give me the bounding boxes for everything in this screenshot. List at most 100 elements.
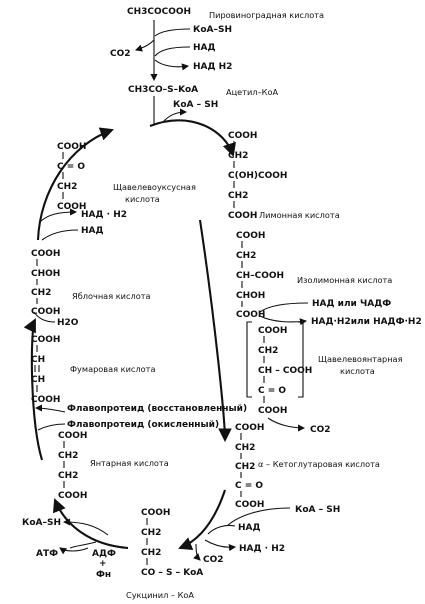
fumarate-line-2: CH <box>31 355 45 365</box>
succinate-line-3: CH2 <box>58 471 78 481</box>
pyruvate-formula: CH3COCOOH <box>127 7 191 17</box>
coa-release-label: КоА – SH <box>173 100 218 110</box>
coa-release-arrow <box>162 108 188 123</box>
water-block: H2O <box>33 311 79 328</box>
mdh-nad: НАД <box>81 226 104 236</box>
malate-block: COOH CHOH CH2 COOH Яблочная кислота <box>31 249 151 317</box>
sdh-reduced: Флавопротеид (восстановленный) <box>67 404 247 414</box>
oxalosuccinate-name-1: Щавелевоянтарная <box>318 354 403 364</box>
fumarate-line-1: COOH <box>31 335 60 345</box>
isocitrate-line-4: CHOH <box>236 291 265 301</box>
citrate-block: COOH CH2 C(OH)COOH CH2 COOH Лимонная кис… <box>228 131 340 221</box>
idh-nad-in <box>259 302 309 313</box>
akg-line-3: CH2 <box>235 462 255 472</box>
succinyl-coa-line-4: CO – S – KoA <box>141 568 203 578</box>
succinyl-coa-line-2: CH2 <box>141 528 161 538</box>
isocitrate-line-3: CH–COOH <box>236 271 284 281</box>
succinate-line-1: COOH <box>58 431 87 441</box>
akg-nad-in <box>207 524 236 535</box>
citrate-line-5: COOH <box>228 211 257 221</box>
acetyl-coa-block: CH3CO–S–KoA Ацетил–КоА КоА – SH <box>128 85 278 124</box>
succinyl-coa-line-1: COOH <box>141 508 170 518</box>
akg-line-4: C = O <box>235 481 263 491</box>
co2-out-arrow <box>134 39 155 52</box>
malate-line-4: COOH <box>31 307 60 317</box>
succinyl-coa-name: Сукцинил – КоА <box>126 590 194 600</box>
pyruvate-name: Пировиноградная кислота <box>209 10 324 20</box>
sdh-cofactors: Флавопротеид (восстановленный) Флавопрот… <box>34 404 247 431</box>
scs-pi: Фн <box>96 570 111 580</box>
isocitrate-line-1: COOH <box>236 231 265 241</box>
citrate-line-3: C(OH)COOH <box>228 171 287 181</box>
scs-atp-out <box>59 547 89 555</box>
water-label: H2O <box>57 318 79 328</box>
mdh-nad-in <box>41 229 79 241</box>
akg-coa-in <box>227 507 291 526</box>
pdh-co2: CO2 <box>110 49 131 59</box>
oxalosuccinate-bracket-right <box>298 321 304 398</box>
fumarate-line-3: CH <box>31 375 45 385</box>
akg-line-5: COOH <box>235 500 264 510</box>
nadh-out-arrow <box>154 59 190 71</box>
sdh-oxidized: Флавопротеид (окисленный) <box>67 420 219 430</box>
oxalosuccinate-bracket-left <box>246 321 252 398</box>
sdh-reduced-out <box>34 404 66 413</box>
succinate-name: Янтарная кислота <box>90 458 169 468</box>
ring-arc-left <box>23 318 44 461</box>
idh-nad: НАД или ЧАДФ <box>312 299 391 309</box>
mdh-nadh2: НАД · H2 <box>81 210 127 220</box>
oxalosuccinate-line-1: COOH <box>258 326 287 336</box>
oxaloacetate-line-1: COOH <box>57 142 86 152</box>
oxalosuccinate-line-3: CH – COOH <box>258 366 312 376</box>
scs-cofactors: КоА–SH АТФ АДФ + Фн <box>22 518 116 580</box>
ring-arc-right <box>198 219 232 443</box>
acetyl-coa-formula: CH3CO–S–KoA <box>128 85 198 95</box>
akg-dh-coa-sh: КоА – SH <box>295 505 340 515</box>
double-bond <box>34 365 40 372</box>
oxaloacetate-line-3: CH2 <box>57 182 77 192</box>
oxaloacetate-name-1: Щавелевоуксусная <box>113 182 196 192</box>
akg-name: α – Кетоглутаровая кислота <box>258 459 380 469</box>
citrate-line-2: CH2 <box>228 151 248 161</box>
oxalosuccinate-name-2: кислота <box>340 366 375 376</box>
oxaloacetate-line-2: C = O <box>57 162 85 172</box>
akg-line-1: COOH <box>235 423 264 433</box>
water-in <box>33 311 56 323</box>
isocitrate-block: COOH CH2 CH–COOH CHOH COOH Изолимонная к… <box>236 231 392 320</box>
fumarate-block: COOH CH CH COOH Фумаровая кислота <box>31 335 155 405</box>
oxalosuccinate-co2: CO2 <box>310 425 331 435</box>
oxaloacetate-line-4: COOH <box>57 202 86 212</box>
pdh-nad: НАД <box>193 43 216 53</box>
isocitrate-line-5: COOH <box>236 310 265 320</box>
idh-cofactors: НАД или ЧАДФ НАД·H2или НАДФ·H2 <box>259 299 422 327</box>
fumarate-name: Фумаровая кислота <box>70 364 155 374</box>
malate-line-2: CHOH <box>31 269 60 279</box>
succinyl-coa-block: COOH CH2 CH2 CO – S – KoA Сукцинил – КоА <box>126 508 203 600</box>
nad-in-stroke <box>154 46 191 57</box>
succinyl-coa-line-3: CH2 <box>141 548 161 558</box>
malate-line-3: CH2 <box>31 288 51 298</box>
citrate-line-4: CH2 <box>228 191 248 201</box>
fumarate-line-4: COOH <box>31 395 60 405</box>
akg-line-2: CH2 <box>235 443 255 453</box>
oxalosuccinate-line-2: CH2 <box>258 346 278 356</box>
cycle-ring <box>23 119 236 551</box>
ring-arc-top-left <box>36 127 114 241</box>
ring-arc-bottom-left <box>52 498 129 550</box>
pyruvate-block: CH3COCOOH Пировиноградная кислота КоА–SH… <box>110 7 324 82</box>
scs-coa-out <box>62 518 109 536</box>
ring-arc-bottom-right <box>178 489 226 551</box>
malate-name: Яблочная кислота <box>72 291 151 301</box>
succinate-line-2: CH2 <box>58 451 78 461</box>
idh-nadh2: НАД·H2или НАДФ·H2 <box>311 317 422 327</box>
citrate-line-1: COOH <box>228 131 257 141</box>
sdh-oxidized-in <box>37 423 66 431</box>
akg-dh-cofactors: КоА – SH НАД НАД · H2 CO2 <box>193 505 340 565</box>
isocitrate-name: Изолимонная кислота <box>297 275 392 285</box>
akg-block: COOH CH2 CH2 C = O COOH α – Кетоглутаров… <box>235 423 380 510</box>
pdh-coa-sh: КоА–SH <box>193 25 232 35</box>
oxaloacetate-block: COOH C = O CH2 COOH Щавелевоуксусная кис… <box>57 142 196 212</box>
scs-adp-in <box>69 541 97 549</box>
scs-atp: АТФ <box>36 549 58 559</box>
